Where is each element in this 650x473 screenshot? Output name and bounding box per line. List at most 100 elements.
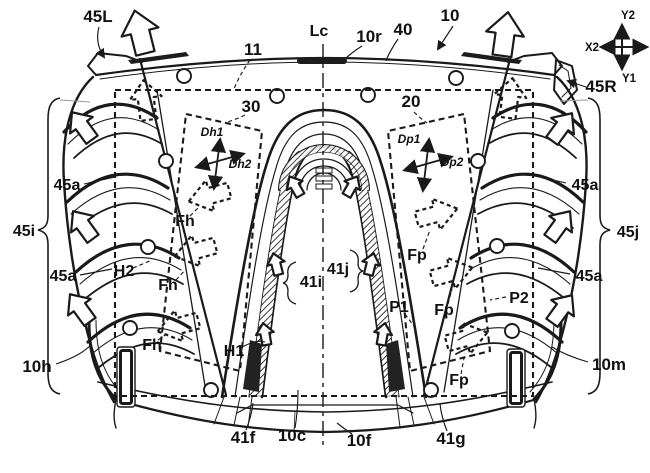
label-Dp1: Dp1 (398, 132, 421, 146)
axis-indicator: Y2 Y1 X2 (585, 10, 650, 85)
label-H1: H1 (224, 343, 245, 360)
flow-arrow-Fp-1 (411, 192, 463, 236)
label-41j: 41j (327, 261, 349, 278)
lower-edge-skirt (111, 397, 539, 434)
label-45a-left-1: 45a (54, 177, 81, 194)
leader-lines (55, 25, 589, 435)
leader-10f (336, 422, 353, 435)
label-45R: 45R (585, 77, 616, 96)
label-10c: 10c (278, 426, 306, 445)
label-Fh-2: Fh (158, 277, 178, 294)
right-silhouette (534, 75, 588, 404)
label-10m: 10m (592, 355, 626, 374)
leader-11 (233, 59, 251, 90)
label-Lc: Lc (310, 23, 329, 40)
dark-wedge-left (243, 340, 262, 392)
louver-arrow-left-3 (57, 284, 103, 332)
label-45a-left-2: 45a (50, 268, 77, 285)
leader-H1 (241, 340, 266, 348)
center-lip (236, 404, 414, 414)
label-Fp-1: Fp (407, 247, 427, 264)
top-trim-right (461, 52, 522, 64)
label-Fh-3: Fh (142, 337, 162, 354)
leader-45a-left-2 (79, 268, 113, 276)
dashed-region-11 (113, 88, 535, 398)
dashed-region-20 (386, 112, 492, 373)
dashed-region-30 (158, 112, 264, 373)
left-silhouette (62, 75, 116, 404)
label-41f: 41f (231, 428, 256, 447)
right-vent-flap (553, 59, 578, 105)
leader-41g (439, 403, 448, 432)
axis-Dh2 (194, 149, 246, 172)
dark-wedge-right (386, 340, 405, 392)
bolt-hole (122, 320, 138, 336)
leader-P2 (489, 296, 507, 301)
label-Dh1: Dh1 (201, 125, 224, 139)
brace-41j (349, 249, 364, 293)
label-30: 30 (242, 97, 261, 116)
brace-45i (37, 97, 61, 395)
label-41i: 41i (300, 274, 322, 291)
axis-Dp2 (402, 152, 454, 175)
label-Dh2: Dh2 (229, 157, 252, 171)
direction-cross-left (194, 136, 246, 192)
flow-arrow-Fh-1 (183, 174, 235, 218)
label-Fp-2: Fp (434, 302, 454, 319)
exit-arrow-top-right (482, 8, 528, 60)
bottom-left-corner (87, 320, 118, 401)
right-corner-cap (507, 52, 563, 76)
bolt-hole (423, 382, 439, 398)
leader-10c (294, 389, 299, 429)
bolt-hole (203, 382, 219, 398)
leader-10r (340, 45, 363, 64)
label-H2: H2 (114, 263, 135, 280)
leader-45R (566, 78, 587, 89)
leader-45a-left-1 (83, 176, 116, 185)
axis-Dh1 (207, 136, 227, 192)
label-10f: 10f (347, 431, 372, 450)
leader-P1 (404, 313, 417, 330)
leader-40 (385, 38, 399, 62)
leader-45a-right-1 (535, 175, 567, 184)
label-10r: 10r (356, 27, 382, 46)
bolt-hole (448, 70, 464, 86)
bolt-hole (158, 153, 174, 169)
brace-41i (282, 261, 297, 305)
flow-arrow-Fh-2 (169, 229, 221, 273)
label-Fh-1: Fh (175, 213, 195, 230)
label-Y2: Y2 (621, 10, 635, 22)
label-45a-right-1: 45a (572, 177, 599, 194)
louver-bank-right (455, 102, 588, 369)
top-trim-center (297, 58, 347, 64)
leader-41f (245, 402, 254, 431)
leader-H2 (132, 259, 153, 269)
bolt-hole (140, 239, 156, 255)
leader-10 (436, 25, 454, 51)
brace-45j (587, 97, 611, 395)
bolt-hole (176, 68, 192, 84)
exit-arrow-top-left (115, 4, 165, 60)
reference-labels: 45L 11 Lc 10r 40 10 45R 30 20 Dh1 Dh2 Dp… (13, 6, 639, 450)
top-trim-left (128, 52, 189, 64)
label-X2: X2 (585, 42, 599, 54)
label-45a-right-2: 45a (576, 268, 603, 285)
label-10: 10 (441, 6, 460, 25)
label-11: 11 (244, 40, 262, 59)
label-41g: 41g (436, 429, 465, 448)
bolt-holes (122, 68, 520, 398)
bolt-hole (489, 238, 505, 254)
bolt-hole (504, 323, 520, 339)
leader-30 (224, 114, 246, 124)
label-20: 20 (402, 92, 421, 111)
slot-right (506, 348, 526, 408)
direction-cross-right (402, 136, 454, 194)
lower-edge-upper (97, 381, 553, 413)
braces (37, 97, 611, 395)
leader-20 (413, 111, 428, 124)
leader-10h (55, 343, 93, 365)
bottom-right-corner (532, 320, 563, 401)
leader-45a-right-2 (537, 267, 571, 275)
leader-45L (95, 26, 106, 59)
